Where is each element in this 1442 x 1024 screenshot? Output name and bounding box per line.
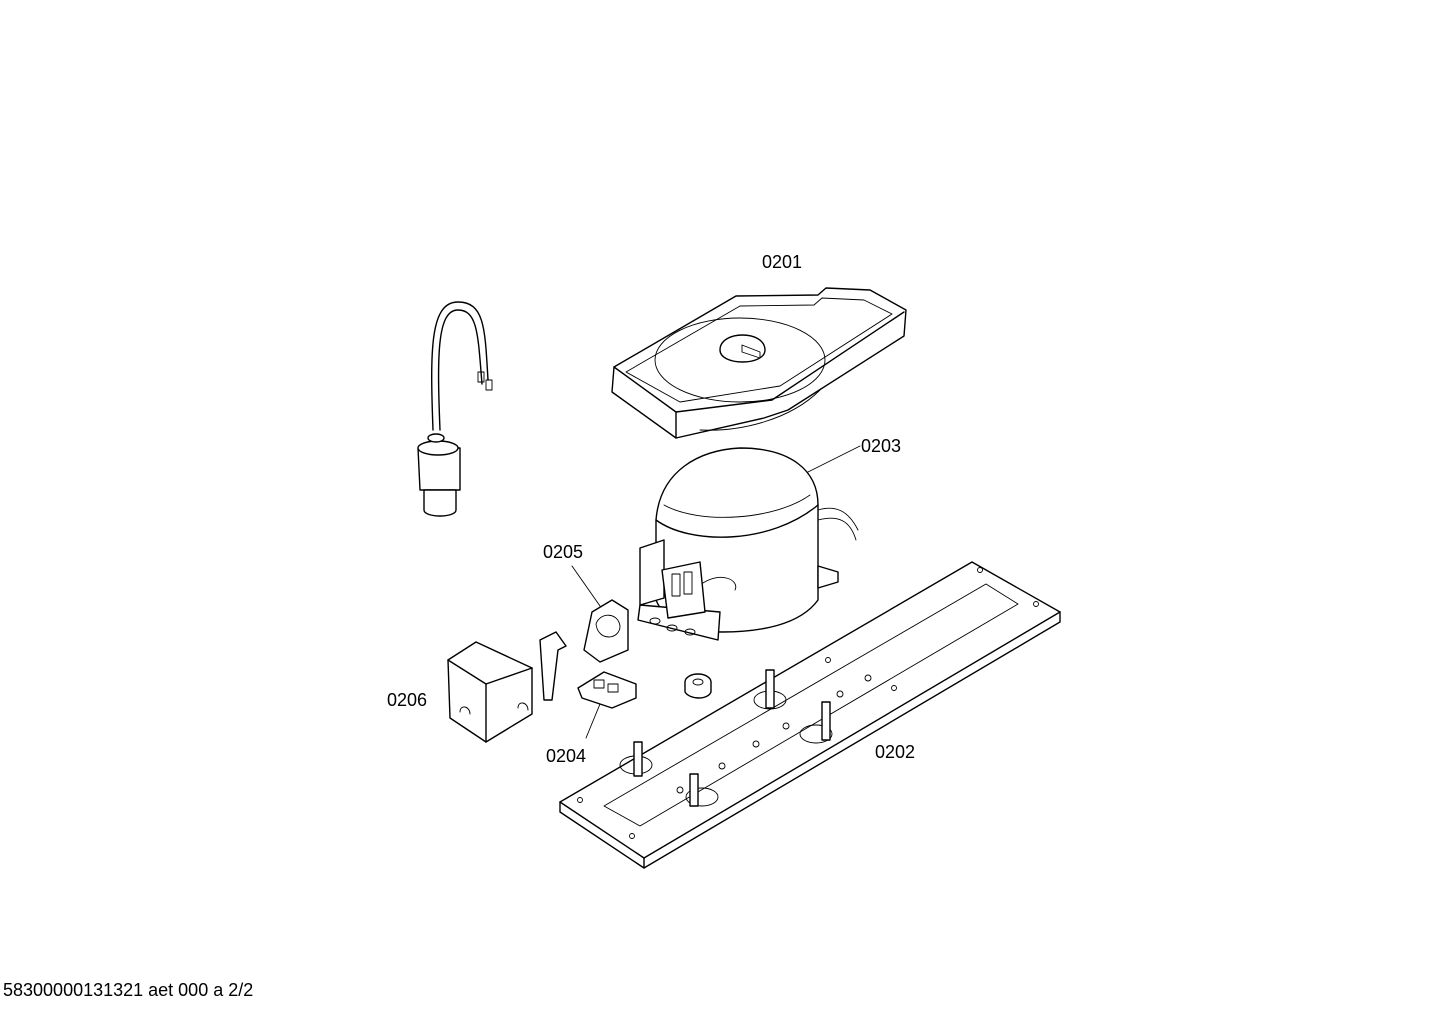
document-footer: 58300000131321 aet 000 a 2/2 — [3, 980, 254, 1000]
part-0203-compressor — [637, 445, 861, 641]
part-0201-drip-tray — [611, 287, 907, 439]
rubber-grommet — [684, 673, 712, 699]
part-0204-overload-protector — [577, 671, 637, 739]
part-0202-mounting-rail — [559, 561, 1061, 869]
label-0205: 0205 — [543, 542, 584, 562]
label-0206: 0206 — [387, 690, 428, 710]
part-0206-cover — [447, 641, 533, 743]
label-0202: 0202 — [875, 742, 916, 762]
label-0201: 0201 — [762, 252, 803, 272]
label-0203: 0203 — [861, 436, 902, 456]
power-cable — [417, 301, 493, 517]
relay-clip — [539, 631, 567, 701]
part-0205-relay — [571, 565, 629, 663]
label-0204: 0204 — [546, 746, 587, 766]
